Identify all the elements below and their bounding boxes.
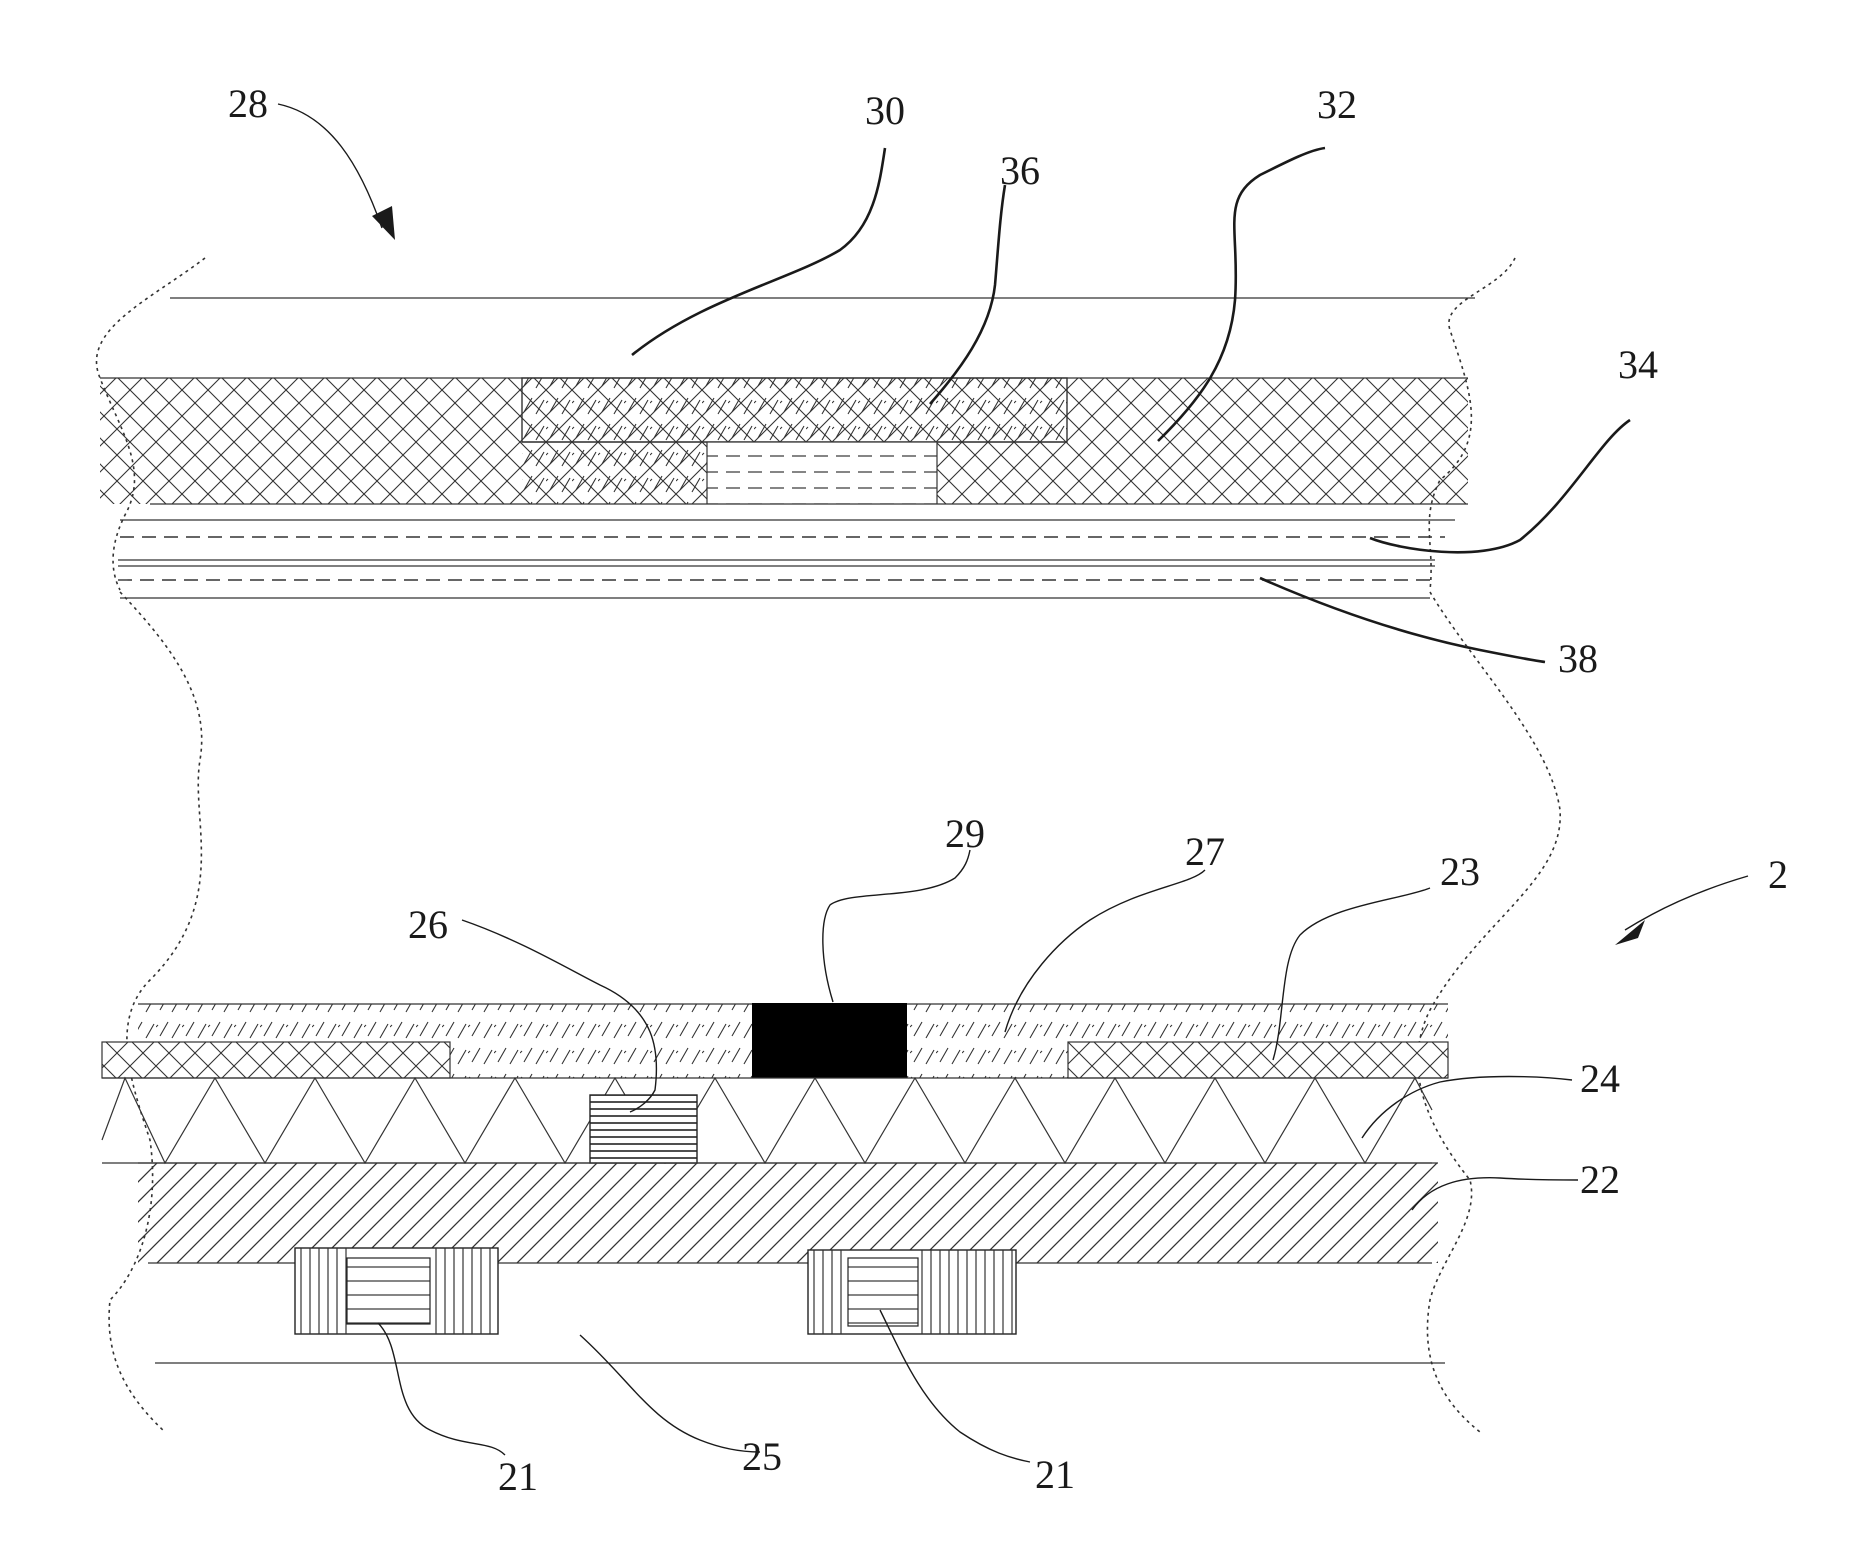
block-29 <box>752 1003 907 1078</box>
lower-structure: 29 27 23 2 26 24 22 21 25 21 <box>102 592 1788 1499</box>
arrow-28-shaft <box>278 104 382 228</box>
layer-23-left <box>102 1042 450 1078</box>
arrow-2-head <box>1615 920 1645 945</box>
label-27: 27 <box>1185 829 1225 874</box>
label-26: 26 <box>408 902 448 947</box>
leader-25 <box>580 1335 760 1452</box>
label-38: 38 <box>1558 636 1598 681</box>
label-32: 32 <box>1317 82 1357 127</box>
layer-36-lower-left <box>522 442 707 504</box>
layer-36-gap-dashes <box>707 442 937 504</box>
layer-24-zigzag <box>102 1078 1432 1163</box>
label-36: 36 <box>1000 148 1040 193</box>
leader-29 <box>823 850 970 1002</box>
upper-structure: 28 30 32 36 34 38 <box>97 81 1658 681</box>
label-23: 23 <box>1440 849 1480 894</box>
leader-36 <box>930 185 1005 404</box>
leader-24 <box>1362 1077 1572 1139</box>
block-26 <box>590 1095 697 1163</box>
label-21-left: 21 <box>498 1454 538 1499</box>
label-25: 25 <box>742 1434 782 1479</box>
label-29: 29 <box>945 811 985 856</box>
label-22: 22 <box>1580 1157 1620 1202</box>
leader-38 <box>1260 578 1545 662</box>
label-28: 28 <box>228 81 268 126</box>
label-2: 2 <box>1768 852 1788 897</box>
label-34: 34 <box>1618 342 1658 387</box>
label-21-right: 21 <box>1035 1452 1075 1497</box>
layer-23-right <box>1068 1042 1448 1078</box>
leader-30 <box>632 148 885 355</box>
label-30: 30 <box>865 88 905 133</box>
leader-21-left <box>378 1323 505 1455</box>
element-21-left <box>295 1248 498 1334</box>
layer-36-block <box>522 378 1067 442</box>
element-21-right <box>808 1250 1016 1334</box>
label-24: 24 <box>1580 1056 1620 1101</box>
